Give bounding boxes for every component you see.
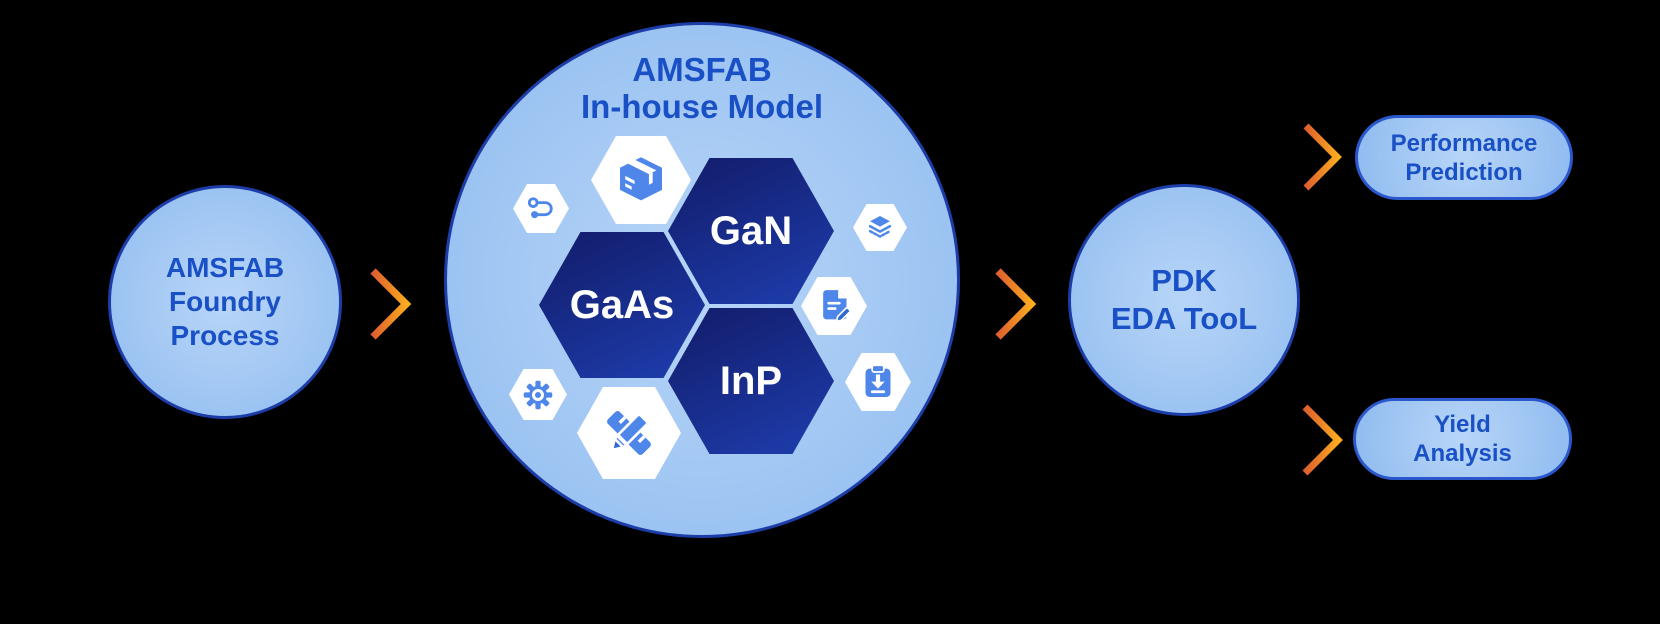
performance-line2: Prediction: [1405, 158, 1523, 186]
inhouse-model-node: AMSFAB In-house Model GaN GaAs InP: [444, 22, 960, 538]
performance-prediction-node: Performance Prediction: [1355, 115, 1573, 200]
gan-label: GaN: [709, 208, 793, 253]
gaas-label: GaAs: [569, 282, 675, 327]
performance-line1: Performance: [1390, 129, 1538, 157]
document-edit-icon: [801, 277, 867, 335]
foundry-process-label: AMSFAB Foundry Process: [166, 251, 284, 353]
clipboard-download-icon: [845, 353, 911, 411]
foundry-line2: Foundry: [168, 286, 281, 317]
yield-line1: Yield: [1434, 411, 1491, 438]
performance-prediction-label: Performance Prediction: [1391, 129, 1538, 187]
inhouse-model-title: AMSFAB In-house Model: [447, 51, 957, 125]
foundry-line3: Process: [170, 320, 280, 351]
material-hexagon-inp: InP: [668, 308, 834, 454]
inhouse-title-line2: In-house Model: [581, 88, 823, 125]
chevron-right-icon: [368, 266, 412, 347]
route-flow-icon: [513, 184, 569, 233]
package-box-icon: [591, 136, 691, 224]
chevron-right-icon: [1300, 402, 1344, 483]
pdk-line1: PDK: [1151, 263, 1217, 298]
foundry-process-node: AMSFAB Foundry Process: [108, 185, 342, 419]
inhouse-title-line1: AMSFAB: [632, 51, 772, 88]
chevron-right-icon: [993, 266, 1037, 347]
pencil-ruler-icon: [577, 387, 681, 479]
layers-stack-icon: [853, 204, 907, 251]
gear-icon: [509, 369, 567, 420]
chevron-right-icon: [1301, 121, 1343, 198]
yield-analysis-node: Yield Analysis: [1353, 398, 1572, 480]
material-hexagon-gan: GaN: [668, 158, 834, 304]
inp-label: InP: [719, 358, 783, 403]
yield-analysis-label: Yield Analysis: [1413, 410, 1512, 468]
material-hexagon-gaas: GaAs: [539, 232, 705, 378]
pdk-line2: EDA TooL: [1110, 301, 1258, 336]
pdk-eda-tool-node: PDK EDA TooL: [1068, 184, 1300, 416]
pdk-eda-tool-label: PDK EDA TooL: [1111, 262, 1257, 338]
foundry-line1: AMSFAB: [165, 252, 285, 283]
yield-line2: Analysis: [1413, 440, 1512, 467]
